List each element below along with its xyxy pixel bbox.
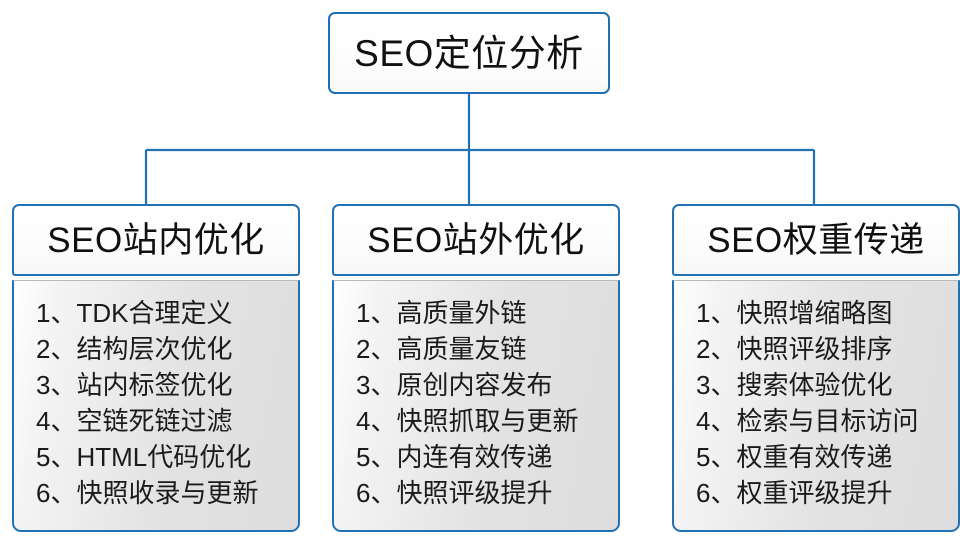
list-item-text: 快照收录与更新 [76,478,259,508]
branch-item-list-3: 1、 快照增缩略图 2、 快照评级排序 3、 搜索体验优化 4、 检索与目标访问… [674,295,958,511]
list-item: 6、 快照评级提升 [356,475,618,511]
list-item-number: 1、 [36,298,77,328]
list-item: 6、 快照收录与更新 [36,475,298,511]
branch-header-3[interactable]: SEO权重传递 [672,204,960,276]
list-item-text: 快照抓取与更新 [396,406,579,436]
list-item-text: 搜索体验优化 [736,370,893,400]
list-item-number: 2、 [696,334,737,364]
branch-item-list-1: 1、 TDK合理定义 2、 结构层次优化 3、 站内标签优化 4、 空链死链过滤… [14,295,298,511]
branch-column-3: SEO权重传递 1、 快照增缩略图 2、 快照评级排序 3、 搜索体验优化 4、 [672,204,960,532]
list-item-text: 快照增缩略图 [736,298,893,328]
list-item: 4、 检索与目标访问 [696,403,958,439]
branch-title-2: SEO站外优化 [367,220,585,260]
branch-column-2: SEO站外优化 1、 高质量外链 2、 高质量友链 3、 原创内容发布 4、 快 [332,204,620,532]
list-item: 1、 快照增缩略图 [696,295,958,331]
list-item-text: 检索与目标访问 [736,406,919,436]
list-item: 2、 结构层次优化 [36,331,298,367]
list-item-text: 高质量友链 [396,334,527,364]
list-item-number: 1、 [696,298,737,328]
root-node[interactable]: SEO定位分析 [328,12,610,94]
list-item: 5、 HTML代码优化 [36,439,298,475]
list-item: 5、 权重有效传递 [696,439,958,475]
branch-body-3: 1、 快照增缩略图 2、 快照评级排序 3、 搜索体验优化 4、 检索与目标访问… [672,280,960,532]
list-item: 5、 内连有效传递 [356,439,618,475]
branch-body-2: 1、 高质量外链 2、 高质量友链 3、 原创内容发布 4、 快照抓取与更新 5… [332,280,620,532]
list-item-number: 6、 [356,478,397,508]
root-node-label: SEO定位分析 [354,32,584,74]
list-item-text: 快照评级提升 [396,478,553,508]
list-item-number: 4、 [696,406,737,436]
list-item-number: 5、 [356,442,397,472]
list-item-number: 4、 [356,406,397,436]
list-item: 3、 搜索体验优化 [696,367,958,403]
branch-item-list-2: 1、 高质量外链 2、 高质量友链 3、 原创内容发布 4、 快照抓取与更新 5… [334,295,618,511]
list-item-text: HTML代码优化 [76,442,252,472]
list-item-number: 3、 [36,370,77,400]
list-item-text: 内连有效传递 [396,442,553,472]
list-item-number: 2、 [36,334,77,364]
list-item-number: 5、 [36,442,77,472]
list-item-number: 2、 [356,334,397,364]
list-item-number: 3、 [696,370,737,400]
list-item: 6、 权重评级提升 [696,475,958,511]
list-item-text: 站内标签优化 [76,370,233,400]
list-item: 1、 高质量外链 [356,295,618,331]
list-item-text: 快照评级排序 [736,334,893,364]
list-item-number: 6、 [36,478,77,508]
list-item-text: 权重有效传递 [736,442,893,472]
branch-column-1: SEO站内优化 1、 TDK合理定义 2、 结构层次优化 3、 站内标签优化 4… [12,204,300,532]
list-item-number: 4、 [36,406,77,436]
list-item-text: 高质量外链 [396,298,527,328]
branch-title-1: SEO站内优化 [47,220,265,260]
list-item-text: 结构层次优化 [76,334,233,364]
list-item-text: 权重评级提升 [736,478,893,508]
branch-header-1[interactable]: SEO站内优化 [12,204,300,276]
list-item-number: 3、 [356,370,397,400]
list-item-number: 1、 [356,298,397,328]
list-item: 3、 站内标签优化 [36,367,298,403]
branch-header-2[interactable]: SEO站外优化 [332,204,620,276]
list-item-text: 原创内容发布 [396,370,553,400]
branch-body-1: 1、 TDK合理定义 2、 结构层次优化 3、 站内标签优化 4、 空链死链过滤… [12,280,300,532]
list-item-number: 5、 [696,442,737,472]
list-item: 4、 快照抓取与更新 [356,403,618,439]
list-item-text: 空链死链过滤 [76,406,233,436]
list-item: 2、 高质量友链 [356,331,618,367]
list-item-text: TDK合理定义 [76,298,233,328]
list-item-number: 6、 [696,478,737,508]
list-item: 1、 TDK合理定义 [36,295,298,331]
branch-title-3: SEO权重传递 [707,220,925,260]
list-item: 3、 原创内容发布 [356,367,618,403]
list-item: 2、 快照评级排序 [696,331,958,367]
list-item: 4、 空链死链过滤 [36,403,298,439]
